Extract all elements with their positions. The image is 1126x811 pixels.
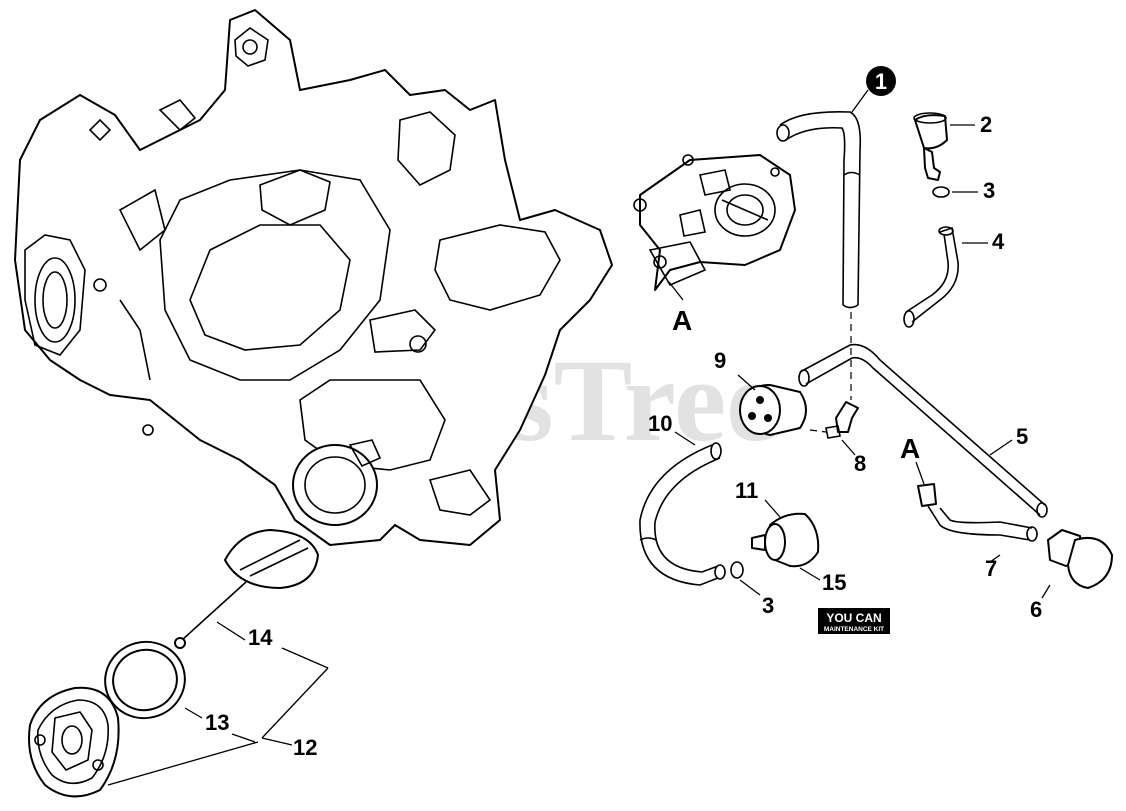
callout-5: 5 (1016, 424, 1028, 449)
badge-bottom-text: MAINTENANCE KIT (824, 626, 884, 633)
callout-14: 14 (248, 625, 273, 650)
callout-1: 1 (875, 69, 887, 94)
callout-4: 4 (992, 229, 1005, 254)
callout-12: 12 (293, 735, 317, 760)
callout-2: 2 (980, 112, 992, 137)
callout-7: 7 (985, 556, 997, 581)
part-13-o-ring: 13 (104, 640, 256, 743)
callout-10: 10 (648, 411, 672, 436)
callout-1-circle (866, 66, 896, 96)
part-1-fuel-line: 1 (776, 66, 896, 400)
callout-13: 13 (205, 710, 229, 735)
part-5-fuel-hose: 5 (798, 343, 1048, 518)
part-12-fuel-cap: 12 (28, 667, 329, 798)
part-3-clip-lower: 3 (730, 561, 774, 618)
part-4-vent-hose: 4 (903, 226, 1005, 328)
callout-11: 11 (735, 478, 758, 503)
maintenance-kit-badge: YOU CAN MAINTENANCE KIT (818, 608, 890, 634)
crankcase-housing (14, 9, 613, 546)
part-9-grommet: 9 (714, 348, 807, 436)
callout-8: 8 (854, 451, 866, 476)
marker-a-carburetor: A (672, 305, 692, 336)
carburetor: A (633, 154, 796, 336)
part-14-gasket: 14 (174, 529, 329, 669)
marker-a-hose: A (900, 433, 920, 464)
callout-15: 15 (822, 570, 846, 595)
callout-9: 9 (714, 348, 726, 373)
part-10-fuel-hose: 10 (639, 411, 726, 586)
part-3-clip-upper: 3 (932, 178, 995, 203)
part-6-primer-bulb: 6 (1030, 529, 1113, 622)
part-8-elbow: 8 (809, 401, 866, 476)
callout-6: 6 (1030, 597, 1042, 622)
callout-3-upper: 3 (983, 178, 995, 203)
part-7-hose: A 7 (900, 433, 1038, 581)
part-2-cap: 2 (913, 112, 992, 181)
part-11-fuel-filter: 11 15 (735, 478, 846, 595)
badge-top-text: YOU CAN (826, 611, 881, 625)
callout-3-lower: 3 (762, 593, 774, 618)
